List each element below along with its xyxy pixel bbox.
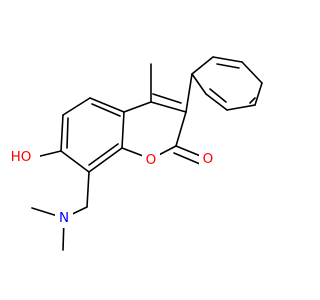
bond xyxy=(89,97,125,113)
amine-nitrogen-label: N xyxy=(59,210,69,226)
molecule-diagram: HO O O N xyxy=(4,56,263,251)
bond xyxy=(121,111,125,149)
bond xyxy=(62,97,91,116)
label-backing xyxy=(199,149,217,169)
bond xyxy=(123,101,152,113)
label-backing xyxy=(142,150,160,170)
bond xyxy=(60,150,90,173)
bond xyxy=(60,114,64,152)
bond xyxy=(241,61,263,84)
hydroxyl-oxygen-label: HO xyxy=(11,149,32,165)
atom-labels: HO O O N xyxy=(4,147,217,228)
bond xyxy=(191,73,207,95)
bond xyxy=(152,93,182,104)
bond xyxy=(249,97,256,104)
bond xyxy=(88,147,123,173)
bond xyxy=(191,56,214,75)
bond xyxy=(150,101,187,113)
bond xyxy=(216,63,240,69)
bond xyxy=(254,82,263,106)
bond xyxy=(212,56,243,63)
bond xyxy=(86,171,90,208)
ring-oxygen-label: O xyxy=(146,152,157,168)
bond xyxy=(175,145,204,158)
bond xyxy=(173,152,201,165)
bond xyxy=(88,143,119,166)
bond xyxy=(185,73,193,113)
structure-canvas: HO O O N xyxy=(4,56,263,251)
bond xyxy=(66,117,69,149)
bonds xyxy=(31,56,263,251)
label-backing xyxy=(55,208,73,228)
bond xyxy=(205,93,228,111)
bond xyxy=(91,103,121,117)
carbonyl-oxygen-label: O xyxy=(203,151,214,167)
bond xyxy=(209,88,227,103)
label-backing xyxy=(4,147,40,167)
bond xyxy=(226,104,256,111)
bond xyxy=(175,111,187,147)
